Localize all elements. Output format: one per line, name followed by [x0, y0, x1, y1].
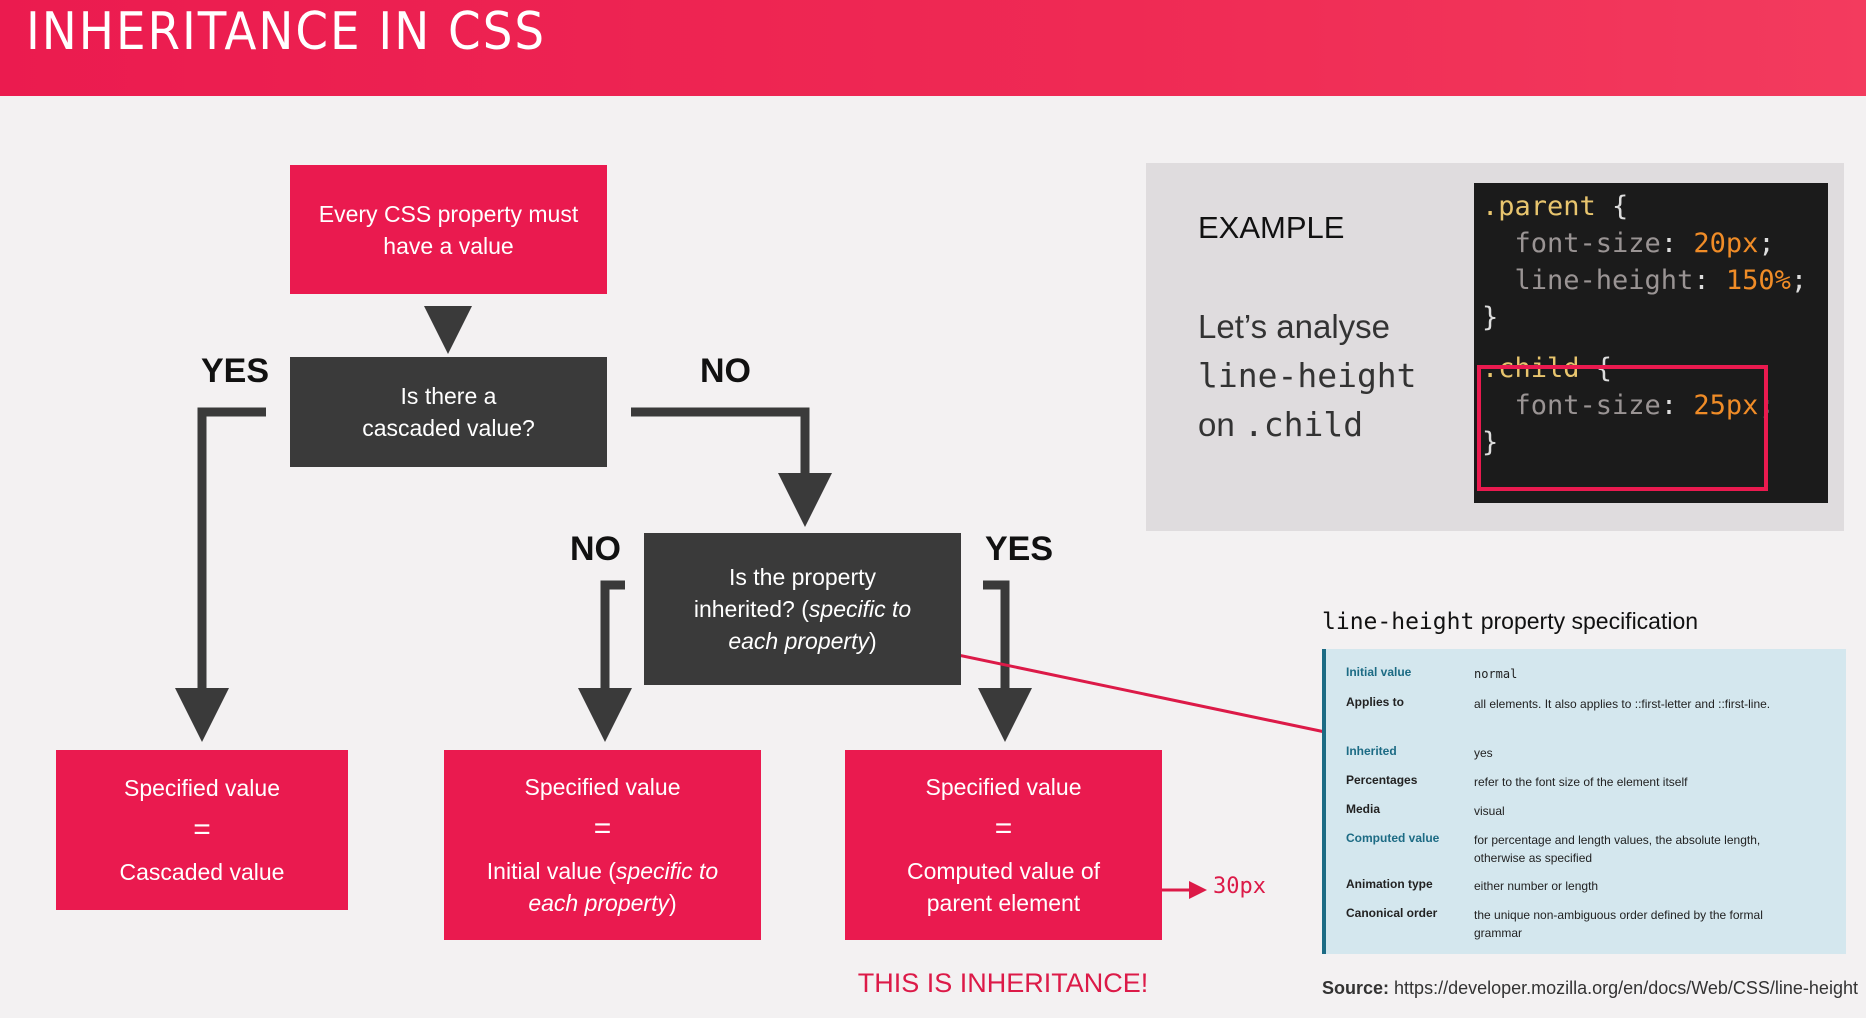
result-cascaded-top: Specified value [124, 775, 280, 801]
source-link[interactable]: https://developer.mozilla.org/en/docs/We… [1394, 978, 1858, 998]
code-block [1474, 183, 1828, 503]
result-computed-bottom: Computed value of parent element [906, 858, 1101, 916]
result-cascaded-box: Specified value = Cascaded value [56, 750, 348, 910]
question-cascaded-box: Is there a cascaded value? [290, 357, 607, 467]
example-title: EXAMPLE [1198, 210, 1345, 245]
arrow-q2-yes [978, 580, 1032, 742]
result-initial-top: Specified value [524, 774, 681, 800]
result-cascaded-bottom: Cascaded value [119, 859, 285, 885]
label-yes-inherited: YES [985, 530, 1054, 568]
question-inherited-text: Is the property inherited? (specific to … [693, 564, 912, 654]
child-rule-highlight [1477, 365, 1768, 491]
code-text: .parent { font-size: 20px; line-height: … [1482, 191, 1808, 458]
arrow-q1-yes [175, 407, 266, 742]
label-no-cascaded: NO [700, 352, 751, 390]
arrow-q1-no [631, 407, 832, 527]
spec-title: line-height property specification [1322, 608, 1699, 635]
label-yes-cascaded: YES [201, 352, 270, 390]
result-initial-bottom: Initial value (specific to each property… [486, 858, 719, 916]
start-box: Every CSS property must have a value [290, 165, 607, 294]
result-initial-eq: = [593, 812, 612, 845]
computed-px-label: 30px [1213, 874, 1266, 899]
arrow-to-spec-inherited [914, 644, 1377, 748]
result-computed-box: Specified value = Computed value of pare… [845, 750, 1162, 940]
result-initial-box: Specified value = Initial value (specifi… [444, 750, 761, 940]
question-cascaded-text: Is there a cascaded value? [362, 383, 535, 441]
result-computed-top: Specified value [925, 774, 1082, 800]
header-bar [0, 0, 1866, 96]
example-description: Let’s analyse line-height on .child [1198, 308, 1417, 444]
question-inherited-box: Is the property inherited? (specific to … [644, 533, 961, 685]
conclusion-text: THIS IS INHERITANCE! [857, 968, 1149, 998]
source-citation: Source: https://developer.mozilla.org/en… [1322, 978, 1858, 998]
arrow-q2-no [578, 580, 632, 742]
page-title: INHERITANCE IN CSS [26, 2, 547, 62]
result-computed-eq: = [994, 812, 1013, 845]
label-no-inherited: NO [570, 530, 621, 568]
result-cascaded-eq: = [193, 813, 211, 846]
start-text: Every CSS property must have a value [318, 200, 579, 259]
